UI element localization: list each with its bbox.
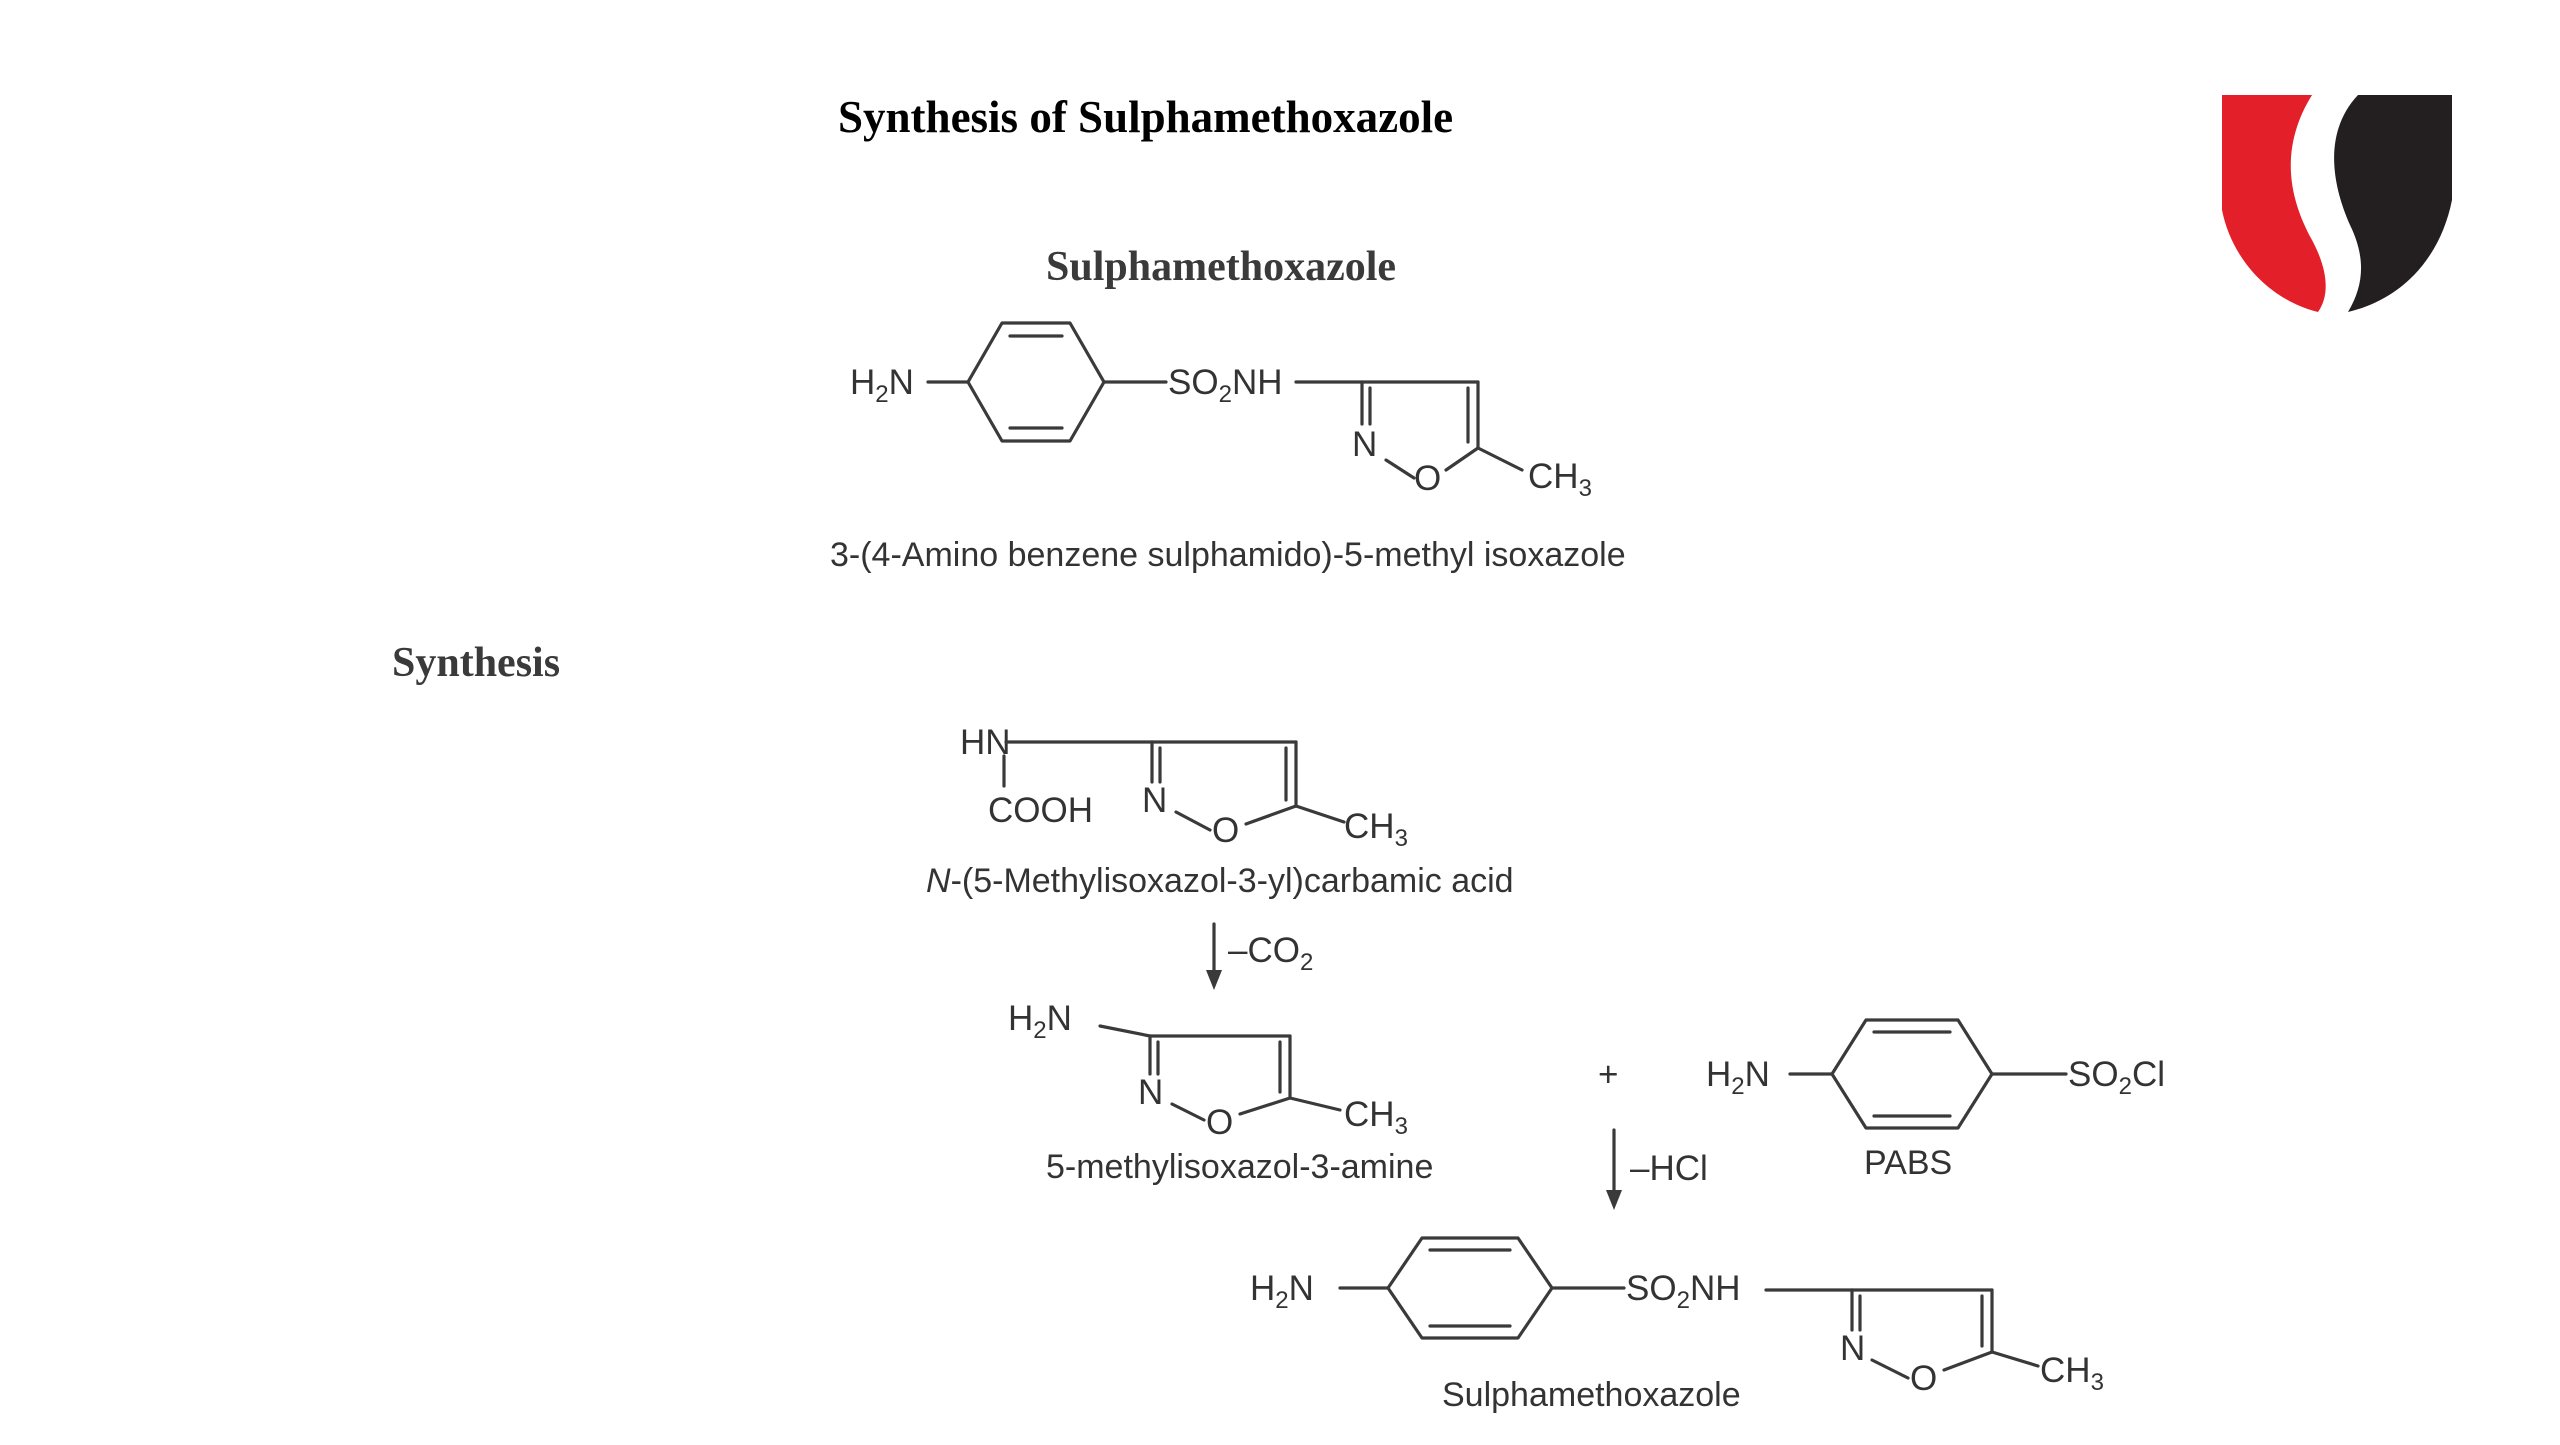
sm-acid-label: COOH: [988, 791, 1093, 830]
pabs-structure: H2N SO2Cl: [1706, 1018, 2165, 1130]
prod-ch-text: CH: [2040, 1351, 2091, 1390]
sm-ring-n: N: [1142, 781, 1167, 820]
prod-so-sub: 2: [1677, 1287, 1690, 1314]
int-ring-n: N: [1138, 1073, 1163, 1112]
drug-amine-sub: 2: [875, 381, 888, 408]
step2-arrow: [1606, 1128, 1622, 1210]
prod-isoxazole-ring: N O: [1840, 1288, 1994, 1398]
drug-name: Sulphamethoxazole: [1046, 244, 1396, 290]
s-shield-logo-icon: [2222, 95, 2452, 312]
product-structure: H2N SO2NH N O CH3: [1250, 1236, 2104, 1398]
drug-so-sub: 2: [1219, 381, 1232, 408]
pabs-amine-sub: 2: [1731, 1073, 1744, 1100]
prod-sulfonamide-label: SO2NH: [1626, 1269, 1741, 1314]
drug-structure: H2N SO2NH N O CH3: [850, 321, 1592, 502]
int-ch-sub: 3: [1395, 1113, 1408, 1140]
sm-methyl-label: CH3: [1344, 807, 1408, 852]
prod-so-text: SO: [1626, 1269, 1677, 1308]
step1-reagent-text: –CO: [1228, 931, 1300, 970]
int-amine-label: H2N: [1008, 999, 1072, 1044]
int-amine-n: N: [1047, 999, 1072, 1038]
pabs-amine-n: N: [1745, 1055, 1770, 1094]
drug-amine-label: H2N: [850, 363, 914, 408]
pabs-name: PABS: [1864, 1144, 1952, 1182]
prod-amine-h: H: [1250, 1269, 1275, 1308]
prod-ring-o: O: [1910, 1359, 1937, 1398]
int-isoxazole-ring: N O: [1138, 1034, 1292, 1142]
synthesis-heading: Synthesis: [392, 640, 560, 686]
sm-hn-label: HN: [960, 723, 1011, 762]
int-amine-h: H: [1008, 999, 1033, 1038]
sm-ring-o: O: [1212, 811, 1239, 850]
drug-ring-o: O: [1414, 459, 1441, 498]
starting-material-structure: HN COOH N O CH3: [960, 723, 1408, 852]
pabs-amine-h: H: [1706, 1055, 1731, 1094]
sm-name-italic: N: [926, 862, 951, 900]
drug-nh-text: NH: [1232, 363, 1283, 402]
step1-arrow: [1206, 922, 1222, 990]
step1-reagent-sub: 2: [1300, 949, 1313, 976]
drug-so-text: SO: [1168, 363, 1219, 402]
drug-caption: 3-(4-Amino benzene sulphamido)-5-methyl …: [830, 536, 1626, 574]
drug-benzene-ring: [966, 321, 1106, 443]
prod-ch-sub: 3: [2091, 1369, 2104, 1396]
prod-amine-sub: 2: [1275, 1287, 1288, 1314]
prod-benzene-ring: [1386, 1236, 1554, 1340]
prod-amine-label: H2N: [1250, 1269, 1314, 1314]
prod-amine-n: N: [1289, 1269, 1314, 1308]
product-name: Sulphamethoxazole: [1442, 1376, 1741, 1414]
pabs-so-sub: 2: [2119, 1073, 2132, 1100]
pabs-amine-label: H2N: [1706, 1055, 1770, 1100]
int-ring-o: O: [1206, 1103, 1233, 1142]
starting-material-name: N-(5-Methylisoxazol-3-yl)carbamic acid: [926, 862, 1514, 900]
drug-ring-n: N: [1352, 425, 1377, 464]
pabs-sulfonyl-label: SO2Cl: [2068, 1055, 2165, 1100]
drug-isoxazole-ring: N O: [1352, 380, 1480, 498]
step2-reagent: –HCl: [1630, 1149, 1708, 1188]
step1-reagent: –CO2: [1228, 931, 1313, 976]
drug-ch-sub: 3: [1579, 475, 1592, 502]
prod-nh-text: NH: [1690, 1269, 1741, 1308]
intermediate-structure: H2N N O CH3: [1008, 999, 1408, 1142]
prod-methyl-label: CH3: [2040, 1351, 2104, 1396]
int-ch-text: CH: [1344, 1095, 1395, 1134]
drug-amine-n: N: [889, 363, 914, 402]
int-amine-sub: 2: [1033, 1017, 1046, 1044]
sm-name-rest: -(5-Methylisoxazol-3-yl)carbamic acid: [951, 862, 1514, 900]
int-methyl-label: CH3: [1344, 1095, 1408, 1140]
drug-ch-text: CH: [1528, 457, 1579, 496]
drug-amine-h: H: [850, 363, 875, 402]
drug-sulfonamide-label: SO2NH: [1168, 363, 1283, 408]
sm-ch-text: CH: [1344, 807, 1395, 846]
page-title: Synthesis of Sulphamethoxazole: [838, 92, 1453, 142]
plus-sign: +: [1598, 1055, 1618, 1094]
prod-ring-n: N: [1840, 1329, 1865, 1368]
drug-methyl-label: CH3: [1528, 457, 1592, 502]
pabs-so-text: SO: [2068, 1055, 2119, 1094]
sm-isoxazole-ring: N O: [1142, 740, 1298, 850]
pabs-benzene-ring: [1830, 1018, 1994, 1130]
intermediate-name: 5-methylisoxazol-3-amine: [1046, 1148, 1433, 1186]
pabs-cl-text: Cl: [2132, 1055, 2165, 1094]
sm-ch-sub: 3: [1395, 825, 1408, 852]
